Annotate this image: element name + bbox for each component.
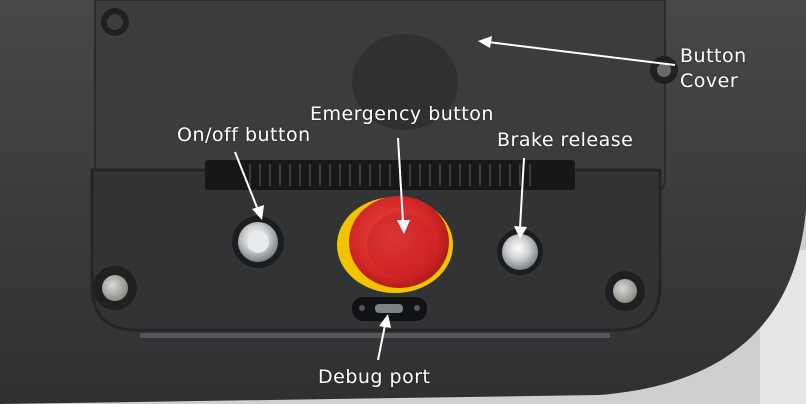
debug-port-label: Debug port [318,366,431,388]
cover-hole [352,34,458,130]
brake-release-label: Brake release [497,129,634,151]
emergency-button-label: Emergency button [310,103,494,125]
button-cover-label-line1: Button [680,45,747,67]
on-off-button-label: On/off button [177,124,311,146]
button-cover-label-line2: Cover [680,70,739,92]
usb-c-port [375,304,403,313]
button-cover-label: Button Cover [680,44,747,94]
brake-release-button [502,234,538,270]
